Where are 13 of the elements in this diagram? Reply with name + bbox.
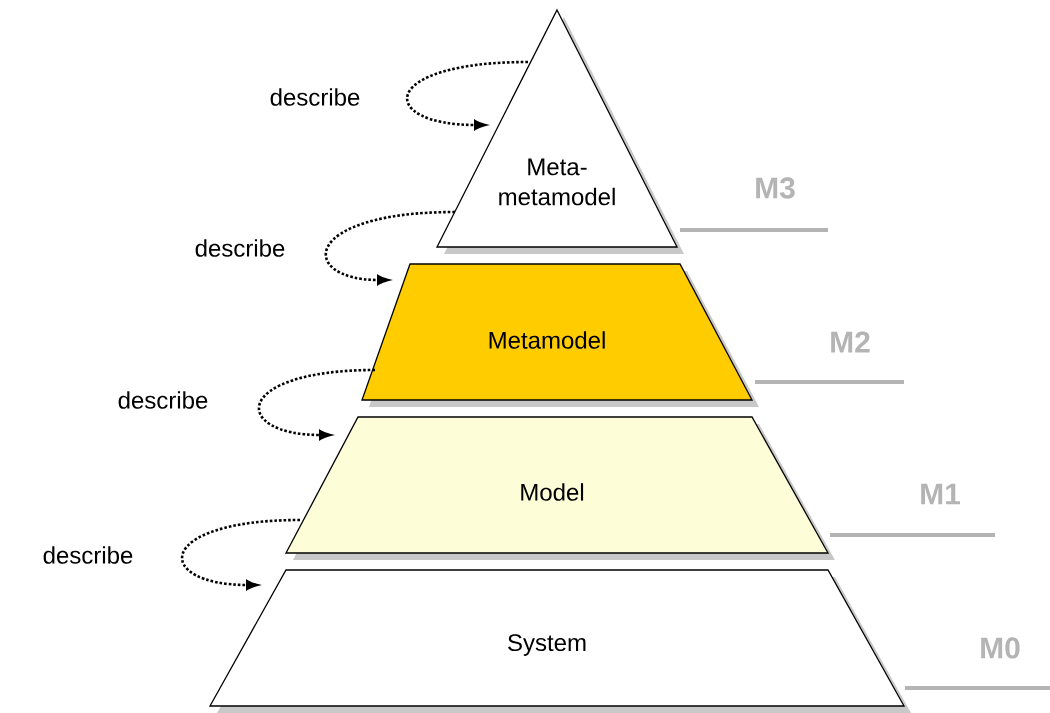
edge-label: describe bbox=[116, 390, 210, 410]
pyramid-level: Metamodel bbox=[361, 263, 759, 407]
curved-arrow bbox=[258, 368, 376, 441]
level-label: M3 bbox=[756, 177, 795, 199]
level-label: M0 bbox=[981, 637, 1020, 659]
curved-arrow bbox=[324, 210, 456, 286]
edge-label: describe bbox=[41, 545, 135, 565]
edge-label: describe bbox=[268, 87, 362, 107]
edge-label: describe bbox=[193, 238, 287, 258]
curved-arrow bbox=[406, 60, 529, 131]
curved-arrow bbox=[181, 518, 301, 591]
level-label: M1 bbox=[921, 483, 960, 505]
level-label: M2 bbox=[831, 331, 870, 353]
